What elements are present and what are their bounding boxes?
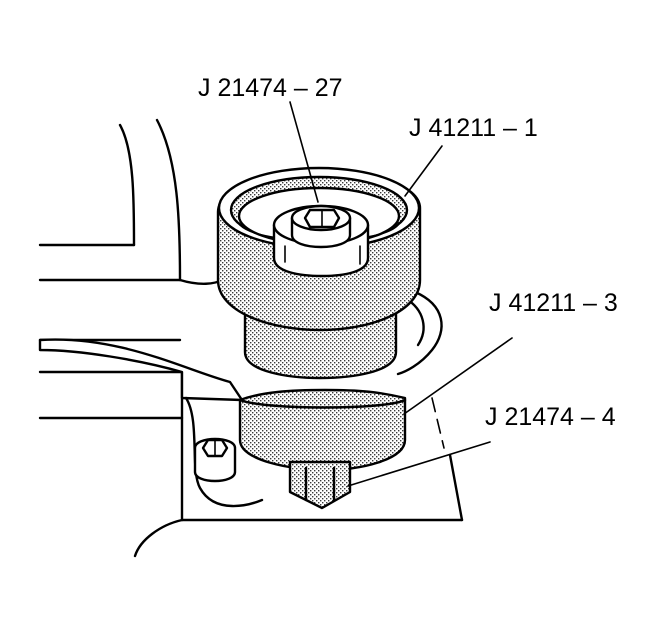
- label-cup: J 41211 – 1: [409, 114, 538, 142]
- threaded-stud-tool: [272, 204, 370, 278]
- bolt-head: [193, 437, 237, 483]
- leader-line-cup: [404, 145, 443, 197]
- leader-line-tool-top: [289, 101, 319, 203]
- leader-line-receiver: [403, 337, 513, 415]
- label-tool-top: J 21474 – 27: [198, 74, 343, 102]
- leader-line-nut: [347, 441, 491, 487]
- hex-nut-tool: [288, 460, 352, 510]
- receiver-tool: [238, 388, 407, 472]
- label-receiver: J 41211 – 3: [489, 289, 618, 317]
- leader-lines: [289, 101, 513, 487]
- label-nut: J 21474 – 4: [485, 403, 616, 431]
